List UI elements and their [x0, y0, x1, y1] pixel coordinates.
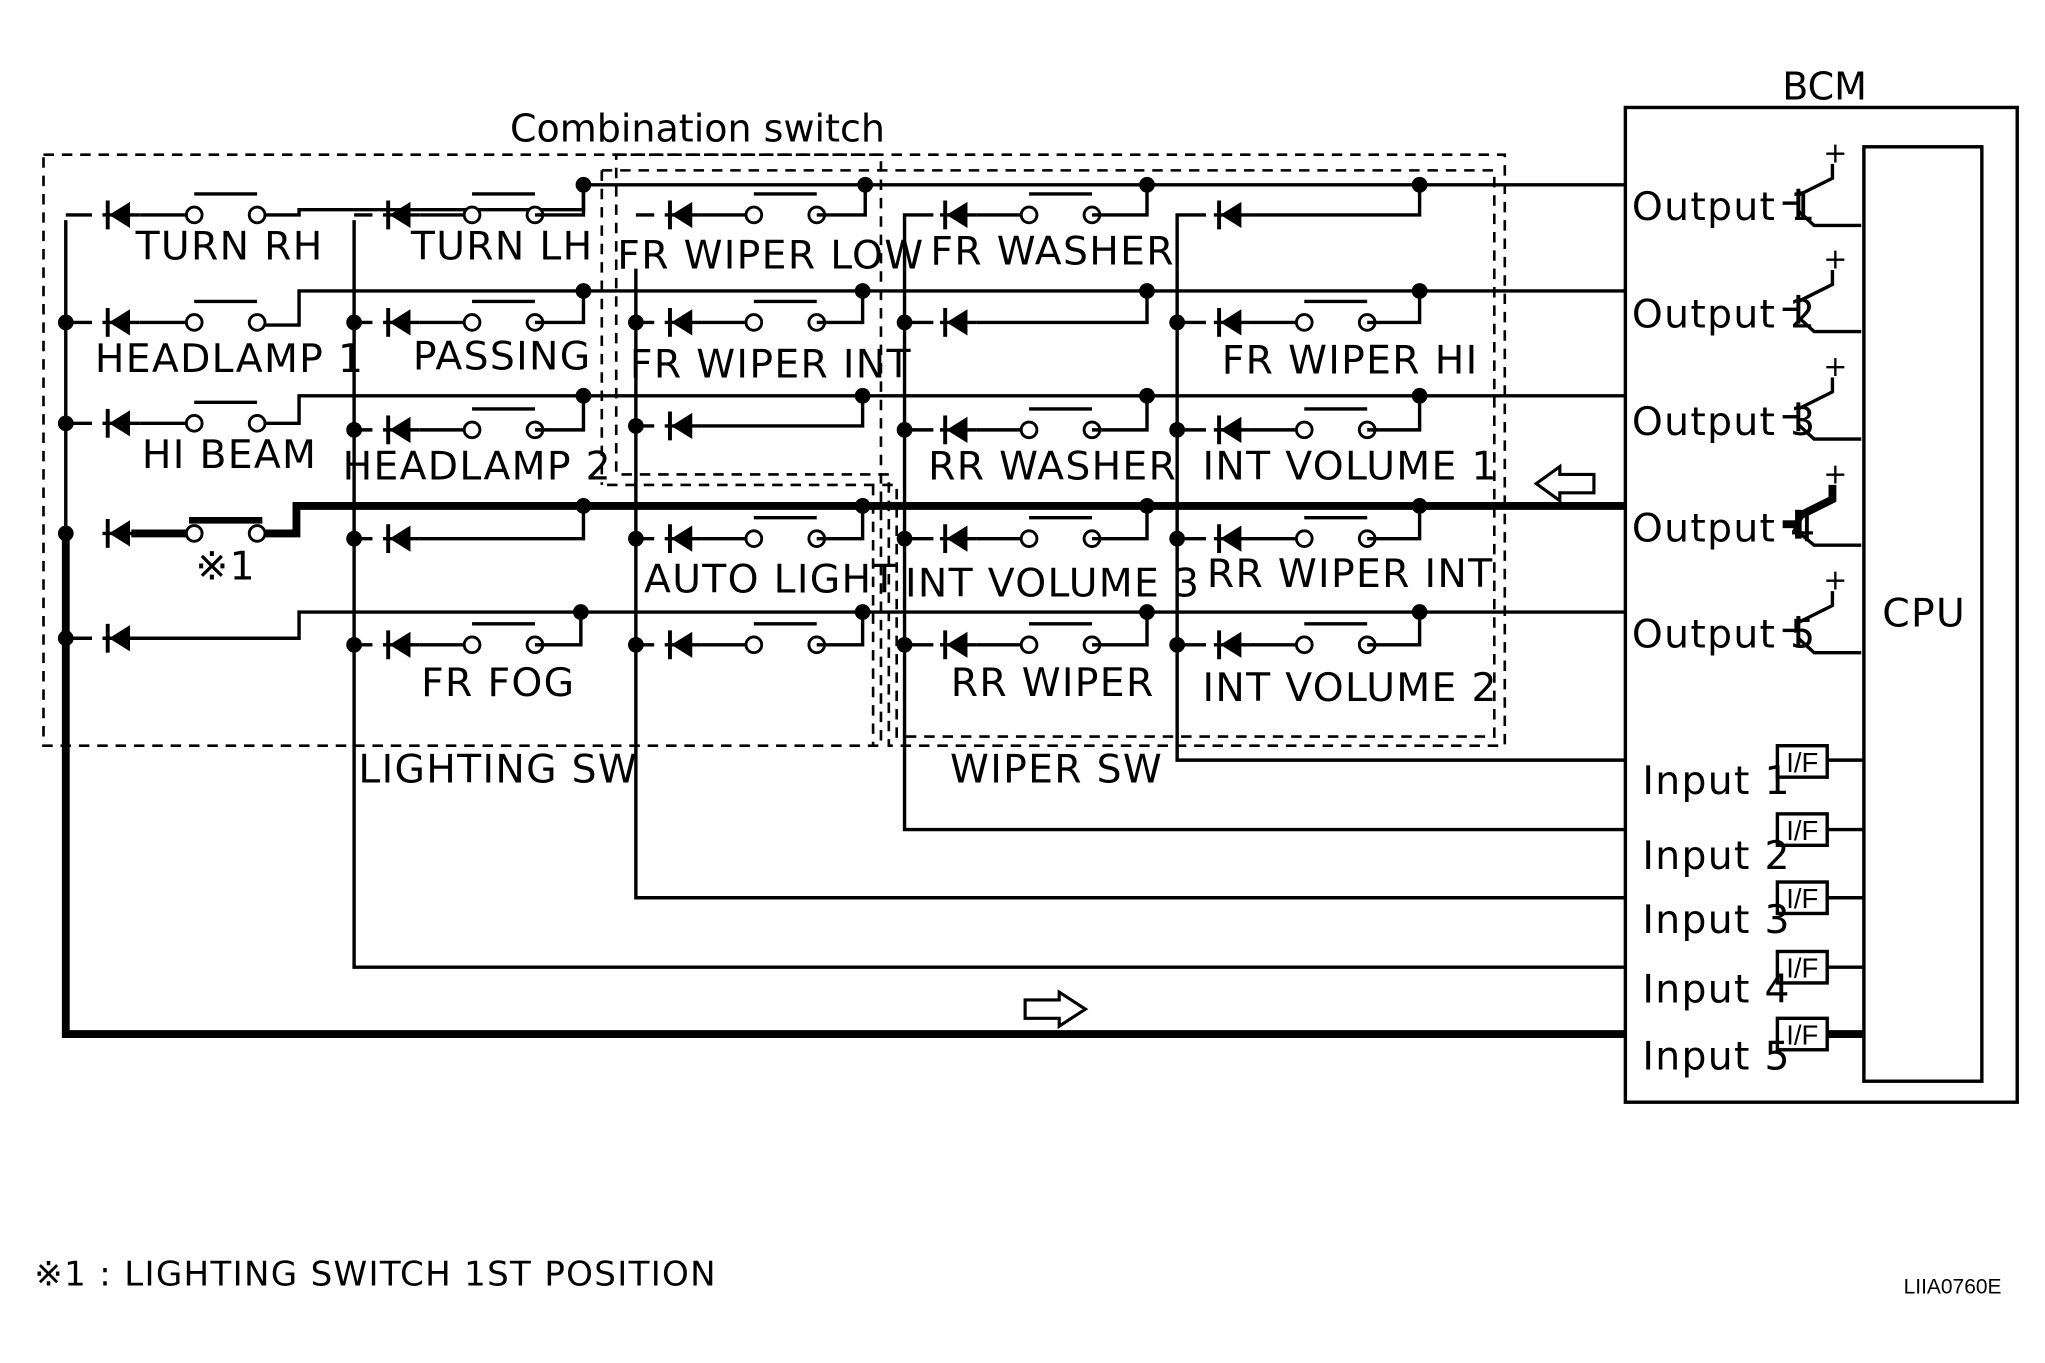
svg-text:FR WIPER LOW: FR WIPER LOW [617, 234, 924, 279]
input-lines [64, 220, 1778, 969]
svg-text:FR WASHER: FR WASHER [930, 230, 1174, 275]
output-4-line [262, 501, 1783, 538]
turn-lh-switch: TURN LH [354, 176, 594, 269]
fr-washer-output2-diode [896, 283, 1155, 339]
output-5-transistor: Output 5 + [1632, 563, 1862, 657]
svg-text:I/F: I/F [1786, 883, 1818, 914]
svg-text:I/F: I/F [1786, 953, 1818, 984]
fr-fog-switch: FR FOG [346, 604, 589, 706]
rr-wiper-int-switch: RR WIPER INT [1169, 498, 1494, 597]
fr-washer-switch: FR WASHER [902, 176, 1174, 275]
headlamp-1-switch: HEADLAMP 1 [57, 299, 364, 382]
svg-text:Input 4: Input 4 [1642, 968, 1790, 1013]
svg-text:AUTO LIGHT: AUTO LIGHT [644, 557, 898, 602]
output-4-transistor: Output 4 + [1632, 457, 1862, 551]
int-volume-3-switch: INT VOLUME 3 [896, 498, 1200, 606]
fr-wiper-low-switch: FR WIPER LOW [617, 176, 924, 279]
svg-text:Output 5: Output 5 [1632, 612, 1816, 657]
wiper-int-output3-diode [628, 387, 871, 443]
headlamp-output4-diode [346, 498, 592, 556]
svg-text:HI BEAM: HI BEAM [142, 433, 317, 478]
svg-text:INT VOLUME 2: INT VOLUME 2 [1203, 666, 1498, 711]
svg-text:+: + [1823, 349, 1848, 383]
cpu-box [1862, 145, 1984, 1083]
input-5-interface: I/F Input 5 [1642, 1016, 1864, 1079]
svg-text:RR WIPER: RR WIPER [951, 661, 1155, 706]
output-lines [131, 183, 1783, 640]
output-1-transistor: Output 1 + [1632, 136, 1862, 230]
svg-text:TURN RH: TURN RH [135, 224, 324, 269]
svg-text:Output 3: Output 3 [1632, 400, 1816, 445]
combination-switch-frame [614, 153, 1507, 748]
svg-text:Output 2: Output 2 [1632, 293, 1816, 338]
svg-text:INT VOLUME 3: INT VOLUME 3 [905, 561, 1200, 606]
svg-text:HEADLAMP 1: HEADLAMP 1 [95, 337, 364, 382]
svg-text:I/F: I/F [1786, 1020, 1818, 1051]
wiper-output1-diode [1175, 176, 1428, 269]
svg-text:RR WASHER: RR WASHER [928, 445, 1177, 490]
cpu-label: CPU [1882, 591, 1966, 636]
svg-text:I/F: I/F [1786, 747, 1818, 778]
svg-text:RR WIPER INT: RR WIPER INT [1207, 552, 1494, 597]
footnote: ※1 : LIGHTING SWITCH 1ST POSITION [34, 1255, 717, 1295]
input-3-interface: I/F Input 3 [1642, 880, 1864, 943]
input-4-interface: I/F Input 4 [1642, 949, 1864, 1013]
svg-text:Output 4: Output 4 [1632, 506, 1816, 551]
hi-beam-switch: HI BEAM [57, 400, 317, 478]
svg-text:Input 3: Input 3 [1642, 898, 1790, 943]
svg-text:FR WIPER HI: FR WIPER HI [1222, 339, 1479, 384]
svg-text:HEADLAMP 2: HEADLAMP 2 [343, 445, 612, 490]
lighting-sw-label: LIGHTING SW [358, 747, 638, 792]
output-5-diode [57, 621, 142, 655]
input-2-interface: I/F Input 2 [1642, 812, 1864, 879]
svg-text:PASSING: PASSING [413, 335, 592, 380]
svg-text:※1: ※1 [195, 544, 256, 589]
wiper-sw-frame [601, 169, 1496, 738]
passing-switch: PASSING [346, 283, 592, 380]
svg-text:+: + [1823, 457, 1848, 491]
fr-wiper-hi-switch: FR WIPER HI [1169, 283, 1479, 384]
svg-text:+: + [1823, 136, 1848, 170]
int-volume-2-switch: INT VOLUME 2 [1169, 604, 1498, 711]
svg-text:+: + [1823, 563, 1848, 597]
svg-text:Input 1: Input 1 [1642, 759, 1790, 804]
rr-wiper-switch: RR WIPER [896, 604, 1155, 706]
output-2-transistor: Output 2 + [1632, 242, 1862, 338]
fr-wiper-int-switch: FR WIPER INT [628, 283, 912, 387]
headlamp-2-switch: HEADLAMP 2 [343, 387, 612, 490]
wiper-sw-label: WIPER SW [950, 747, 1163, 792]
rr-washer-switch: RR WASHER [896, 387, 1177, 490]
left-arrow-icon [1533, 463, 1596, 504]
input-1-interface: I/F Input 1 [1642, 744, 1864, 804]
wiper-output5-switch [628, 604, 871, 662]
svg-text:Input 2: Input 2 [1642, 834, 1790, 879]
svg-text:INT VOLUME 1: INT VOLUME 1 [1203, 445, 1498, 490]
right-arrow-icon [1023, 989, 1089, 1030]
auto-light-switch: AUTO LIGHT [628, 498, 898, 602]
svg-text:FR WIPER INT: FR WIPER INT [630, 342, 912, 387]
int-volume-1-switch: INT VOLUME 1 [1169, 387, 1498, 490]
svg-text:TURN LH: TURN LH [410, 224, 594, 269]
turn-rh-switch: TURN RH [65, 192, 324, 269]
lighting-1st-position-switch: ※1 [57, 517, 267, 589]
svg-text:Input 5: Input 5 [1642, 1034, 1790, 1079]
svg-text:Output 1: Output 1 [1632, 185, 1816, 230]
svg-text:I/F: I/F [1786, 815, 1818, 846]
svg-text:FR FOG: FR FOG [421, 661, 575, 706]
input-5-line [61, 533, 1778, 1038]
output-3-transistor: Output 3 + [1632, 349, 1862, 445]
figure-code: LIIA0760E [1904, 1276, 2002, 1299]
svg-text:+: + [1823, 242, 1848, 276]
bcm-label: BCM [1782, 65, 1867, 109]
combination-switch-label: Combination switch [510, 107, 885, 151]
